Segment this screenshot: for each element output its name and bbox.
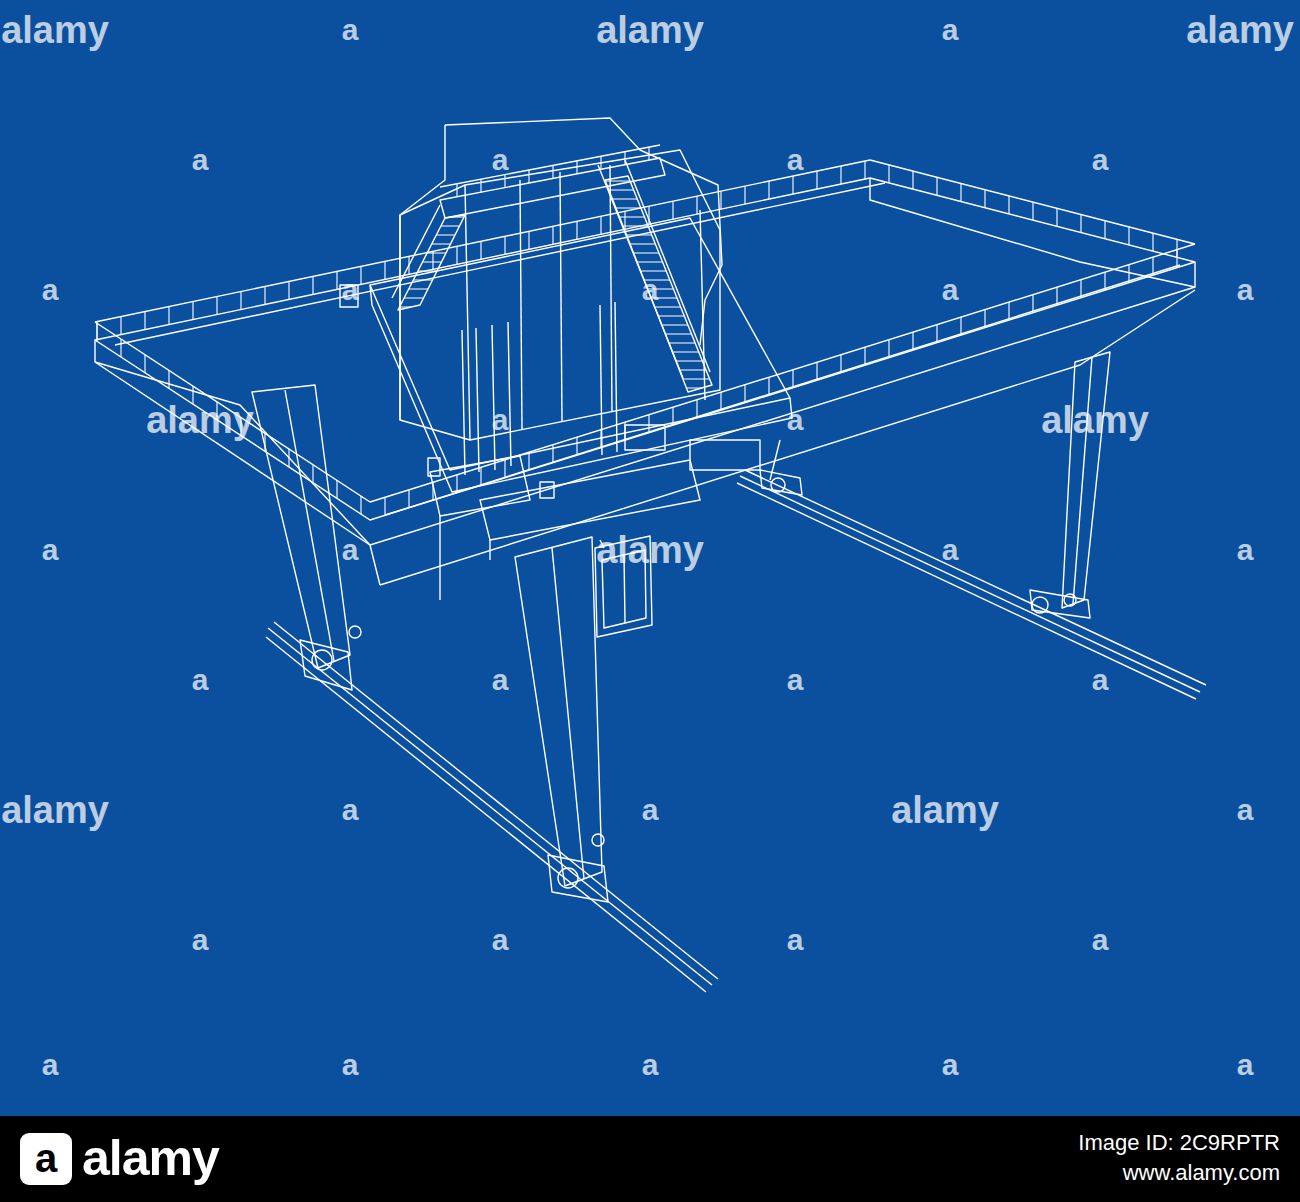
watermark-mark: a	[342, 275, 359, 305]
watermark-mark: a	[942, 15, 959, 45]
watermark: alamy	[146, 401, 254, 439]
watermark: alamy	[1041, 401, 1149, 439]
watermark: alamy	[596, 11, 704, 49]
watermark: alamy	[891, 791, 999, 829]
watermark-mark: a	[1092, 665, 1109, 695]
watermark-mark: a	[42, 1050, 59, 1080]
watermark-mark: a	[642, 275, 659, 305]
gantry-leg	[252, 352, 1110, 886]
watermark-mark: a	[492, 665, 509, 695]
logo-mark: a	[35, 1138, 57, 1178]
watermark: alamy	[1, 11, 109, 49]
railing	[95, 160, 1195, 520]
watermark-mark: a	[1237, 795, 1254, 825]
watermark-mark: a	[1237, 1050, 1254, 1080]
watermark-mark: a	[42, 535, 59, 565]
watermark-mark: a	[492, 925, 509, 955]
site-url: www.alamy.com	[1123, 1162, 1280, 1184]
watermark-mark: a	[942, 1050, 959, 1080]
stairs	[392, 160, 712, 392]
logo-text: alamy	[82, 1133, 219, 1183]
watermark: alamy	[1186, 11, 1294, 49]
trolley	[370, 118, 792, 492]
watermark: alamy	[1, 791, 109, 829]
watermark-mark: a	[42, 275, 59, 305]
watermark-mark: a	[192, 665, 209, 695]
watermark-mark: a	[942, 275, 959, 305]
watermark-mark: a	[342, 1050, 359, 1080]
image-id: Image ID: 2C9RPTR	[1078, 1132, 1280, 1154]
watermark-mark: a	[787, 665, 804, 695]
watermark-mark: a	[192, 145, 209, 175]
watermark-mark: a	[342, 535, 359, 565]
watermark-mark: a	[787, 925, 804, 955]
watermark-mark: a	[642, 1050, 659, 1080]
watermark-mark: a	[342, 795, 359, 825]
watermark-mark: a	[1092, 925, 1109, 955]
watermark-mark: a	[192, 925, 209, 955]
watermark-mark: a	[492, 405, 509, 435]
watermark-mark: a	[642, 795, 659, 825]
watermark-mark: a	[942, 535, 959, 565]
watermark-mark: a	[1237, 275, 1254, 305]
watermark-mark: a	[787, 405, 804, 435]
watermark-mark: a	[342, 15, 359, 45]
watermark-mark: a	[1237, 535, 1254, 565]
bogie	[300, 470, 1090, 902]
watermark-mark: a	[787, 145, 804, 175]
watermark: alamy	[596, 531, 704, 569]
watermark-mark: a	[1092, 145, 1109, 175]
watermark-mark: a	[492, 145, 509, 175]
